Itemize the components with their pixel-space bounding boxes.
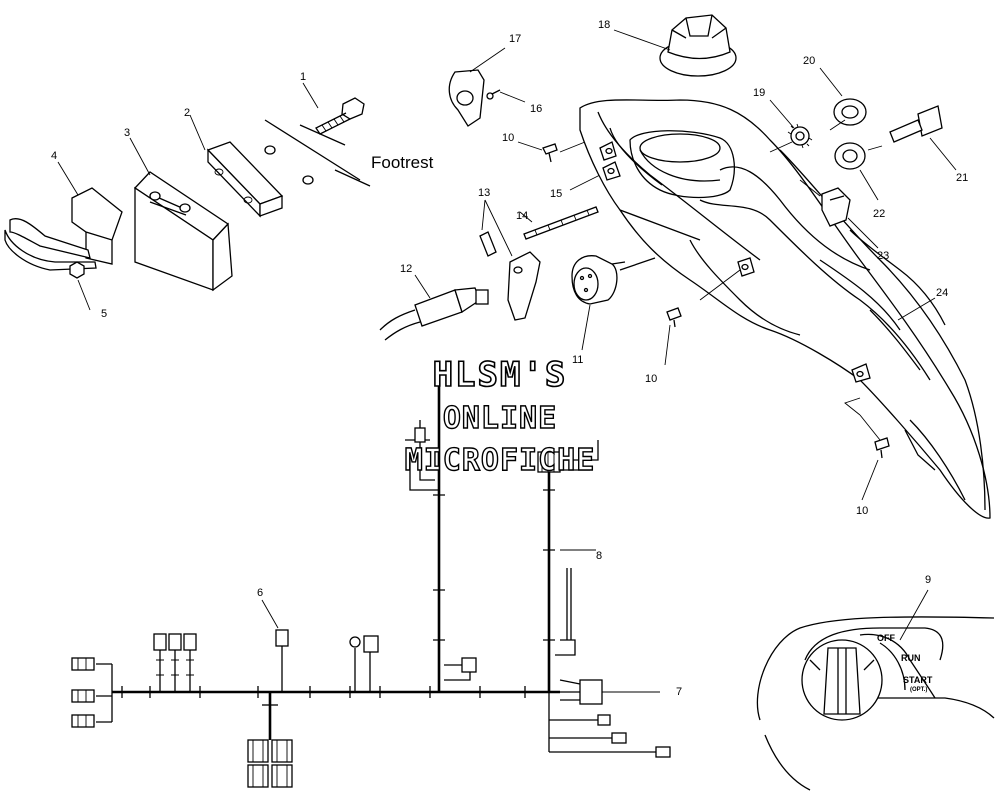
module-box-3 — [134, 171, 233, 292]
callout-17: 17 — [509, 33, 521, 45]
watermark: HLSM'S ONLINE MICROFICHE — [404, 354, 596, 479]
callout-15: 15 — [550, 188, 562, 200]
callout-24: 24 — [936, 287, 948, 299]
wiring-harness-6 — [71, 380, 560, 788]
footrest-label: Footrest — [371, 153, 434, 172]
callout-19: 19 — [753, 87, 765, 99]
connector-group-7 — [548, 679, 671, 758]
callout-20: 20 — [803, 55, 815, 67]
bracket-17 — [448, 69, 485, 127]
callout-23: 23 — [877, 250, 889, 262]
callout-8: 8 — [596, 550, 602, 562]
callout-10-top: 10 — [502, 132, 514, 144]
callout-5: 5 — [101, 308, 107, 320]
screw-10-mid — [666, 307, 682, 328]
callout-16: 16 — [530, 103, 542, 115]
key-21 — [889, 105, 943, 143]
callout-22: 22 — [873, 208, 885, 220]
callout-6: 6 — [257, 587, 263, 599]
callout-18: 18 — [598, 19, 610, 31]
bracket-4 — [4, 187, 123, 271]
callout-21: 21 — [956, 172, 968, 184]
callout-1: 1 — [300, 71, 306, 83]
switch-inset-9 — [756, 616, 995, 791]
loose-wires — [405, 420, 599, 491]
callout-13: 13 — [478, 187, 490, 199]
callout-4: 4 — [51, 150, 57, 162]
watermark-line-2: ONLINE — [443, 401, 557, 436]
nut-20 — [833, 98, 867, 126]
callout-10-lower: 10 — [856, 505, 868, 517]
callout-2: 2 — [184, 107, 190, 119]
callout-11: 11 — [572, 354, 583, 366]
watermark-line-1: HLSM'S — [433, 355, 568, 395]
callout-12: 12 — [400, 263, 412, 275]
lever-13 — [507, 251, 541, 321]
callout-9: 9 — [925, 574, 931, 586]
switch-boot-18 — [659, 14, 737, 77]
relay-bracket-assembly — [4, 82, 371, 311]
screw-10-top — [542, 143, 558, 163]
grommet-22 — [834, 142, 866, 170]
callout-labels: 1 2 3 4 5 6 7 8 9 10 10 10 11 12 13 14 1… — [51, 19, 968, 698]
harness-branch-8 — [537, 451, 596, 692]
spacer-plate-2 — [206, 141, 284, 218]
callout-14: 14 — [516, 210, 528, 222]
dash-panel-24 — [579, 99, 991, 519]
screw-16 — [486, 89, 501, 100]
switch-start-label: START — [903, 675, 933, 685]
ignition-switch-11 — [571, 255, 656, 305]
callout-7: 7 — [676, 686, 682, 698]
switch-opt-label: (OPT.) — [910, 687, 927, 693]
pin-13 — [479, 231, 497, 257]
sensor-12 — [379, 287, 489, 341]
clip-23 — [821, 187, 851, 227]
screw-10-lower — [874, 437, 890, 459]
footrest-line — [264, 119, 361, 181]
nut-5 — [69, 261, 85, 279]
switch-position-labels: OFF RUN START (OPT.) — [877, 633, 933, 693]
watermark-line-3: MICROFICHE — [405, 443, 596, 478]
switch-run-label: RUN — [901, 653, 921, 663]
switch-off-label: OFF — [877, 633, 895, 643]
callout-3: 3 — [124, 127, 130, 139]
callout-10-mid: 10 — [645, 373, 657, 385]
bolt-14 — [523, 206, 599, 240]
gear-washer-19 — [787, 123, 813, 149]
bolt-1 — [315, 97, 365, 135]
footrest-line-2 — [299, 124, 346, 146]
